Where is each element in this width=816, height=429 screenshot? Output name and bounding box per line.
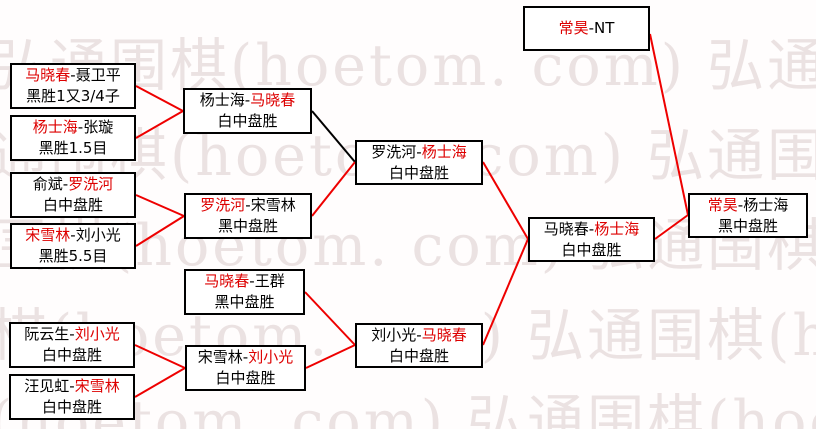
winner-name: 罗洗河	[68, 175, 114, 193]
match-box-round2-4: 宋雪林-刘小光 白中盘胜	[185, 345, 306, 391]
connector-line	[135, 85, 184, 112]
match-box-round1-3: 俞斌-罗洗河 白中盘胜	[10, 172, 136, 218]
connector-line	[649, 33, 689, 216]
match-box-challenger-final: 马晓春-杨士海 白中盘胜	[528, 217, 655, 262]
match-players: 刘小光-马晓春	[371, 325, 467, 344]
winner-name: 宋雪林	[74, 377, 120, 395]
match-players: 罗洗河-杨士海	[371, 142, 467, 161]
connector-line	[482, 238, 529, 346]
match-players: 罗洗河-宋雪林	[200, 196, 296, 214]
match-result: 黑中盘胜	[217, 217, 278, 235]
watermark-text: 弘通围棋(hoetom. com) 弘通围棋(hoetom. com)	[0, 389, 816, 429]
connector-line	[304, 291, 356, 346]
match-box-round3-2: 刘小光-马晓春 白中盘胜	[355, 323, 483, 368]
winner-name: 常昊	[558, 19, 589, 37]
winner-name: 常昊	[707, 195, 738, 214]
winner-name: 杨士海	[421, 142, 467, 161]
match-result: 黑胜1又3/4子	[26, 87, 120, 105]
match-players: 杨士海-马晓春	[199, 91, 296, 109]
match-result: 黑胜5.5目	[38, 247, 108, 265]
match-box-round1-4: 宋雪林-刘小光 黑胜5.5目	[10, 223, 136, 269]
connector-line	[135, 194, 185, 217]
match-result: 白中盘胜	[388, 163, 449, 182]
match-players: 马晓春-王群	[204, 272, 285, 290]
match-result: 黑中盘胜	[214, 293, 275, 311]
match-result: 黑中盘胜	[717, 216, 778, 235]
match-box-round1-1: 马晓春-聂卫平 黑胜1又3/4子	[10, 63, 136, 109]
match-result: 白中盘胜	[42, 196, 103, 214]
match-players: 马晓春-杨士海	[543, 219, 640, 238]
match-players: 阮云生-刘小光	[24, 325, 120, 343]
match-box-round3-1: 罗洗河-杨士海 白中盘胜	[355, 140, 483, 185]
connector-line	[134, 344, 186, 369]
winner-name: 宋雪林	[25, 226, 71, 244]
match-players: 宋雪林-刘小光	[25, 226, 121, 244]
winner-name: 马晓春	[25, 66, 71, 84]
match-result: 黑胜1.5目	[38, 139, 108, 157]
match-result: 白中盘胜	[388, 346, 449, 365]
connector-line	[654, 214, 689, 240]
connector-line	[311, 161, 356, 217]
match-players: 马晓春-聂卫平	[25, 66, 121, 84]
winner-name: 马晓春	[250, 91, 296, 109]
match-players: 汪见虹-宋雪林	[24, 377, 120, 395]
match-box-round1-5: 阮云生-刘小光 白中盘胜	[9, 322, 135, 368]
connector-line	[135, 215, 185, 247]
connector-line	[311, 110, 356, 163]
match-result: 白中盘胜	[561, 240, 622, 259]
connector-line	[135, 110, 184, 139]
match-players: 宋雪林-刘小光	[197, 348, 294, 366]
connector-line	[134, 367, 186, 398]
match-players: 杨士海-张璇	[32, 118, 114, 136]
connector-line	[482, 161, 529, 240]
connector-line	[305, 344, 356, 369]
match-box-round2-2: 罗洗河-宋雪林 黑中盘胜	[184, 193, 312, 239]
winner-name: 杨士海	[32, 118, 78, 136]
match-result: 白中盘胜	[41, 346, 102, 364]
match-players: 常昊-杨士海	[707, 195, 789, 214]
winner-name: 马晓春	[421, 325, 467, 344]
match-result: 白中盘胜	[215, 369, 276, 387]
match-players: 常昊-NT	[558, 19, 615, 37]
winner-name: 刘小光	[248, 348, 294, 366]
match-players: 俞斌-罗洗河	[32, 175, 114, 193]
match-box-titleholder: 常昊-NT	[523, 6, 650, 51]
match-box-round1-6: 汪见虹-宋雪林 白中盘胜	[9, 374, 135, 420]
winner-name: 刘小光	[74, 325, 120, 343]
winner-name: 罗洗河	[200, 196, 246, 214]
match-result: 白中盘胜	[41, 398, 102, 416]
match-box-final: 常昊-杨士海 黑中盘胜	[688, 193, 808, 238]
match-result: 白中盘胜	[217, 112, 278, 130]
match-box-round2-1: 杨士海-马晓春 白中盘胜	[183, 88, 312, 134]
match-box-round1-2: 杨士海-张璇 黑胜1.5目	[10, 115, 136, 161]
winner-name: 马晓春	[204, 272, 250, 290]
match-box-round2-3: 马晓春-王群 黑中盘胜	[184, 269, 305, 315]
winner-name: 杨士海	[594, 219, 640, 238]
